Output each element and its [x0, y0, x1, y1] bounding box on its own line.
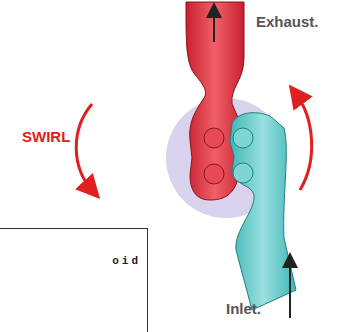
inlet-valve: [233, 163, 253, 183]
box-text: oid: [0, 255, 141, 267]
swirl-arrow: [296, 94, 312, 190]
swirl-label: SWIRL: [22, 128, 70, 145]
exhaust-valve: [204, 128, 224, 148]
swirl-arrow: [76, 104, 92, 190]
text-box: oid: [0, 228, 148, 332]
exhaust-arrow: [213, 10, 215, 42]
exhaust-valve: [204, 164, 224, 184]
port-label: Exhaust.: [256, 13, 319, 30]
inlet-port: [230, 113, 296, 310]
inlet-arrow: [289, 260, 291, 318]
inlet-valve: [233, 128, 253, 148]
port-label: Inlet.: [226, 300, 261, 317]
